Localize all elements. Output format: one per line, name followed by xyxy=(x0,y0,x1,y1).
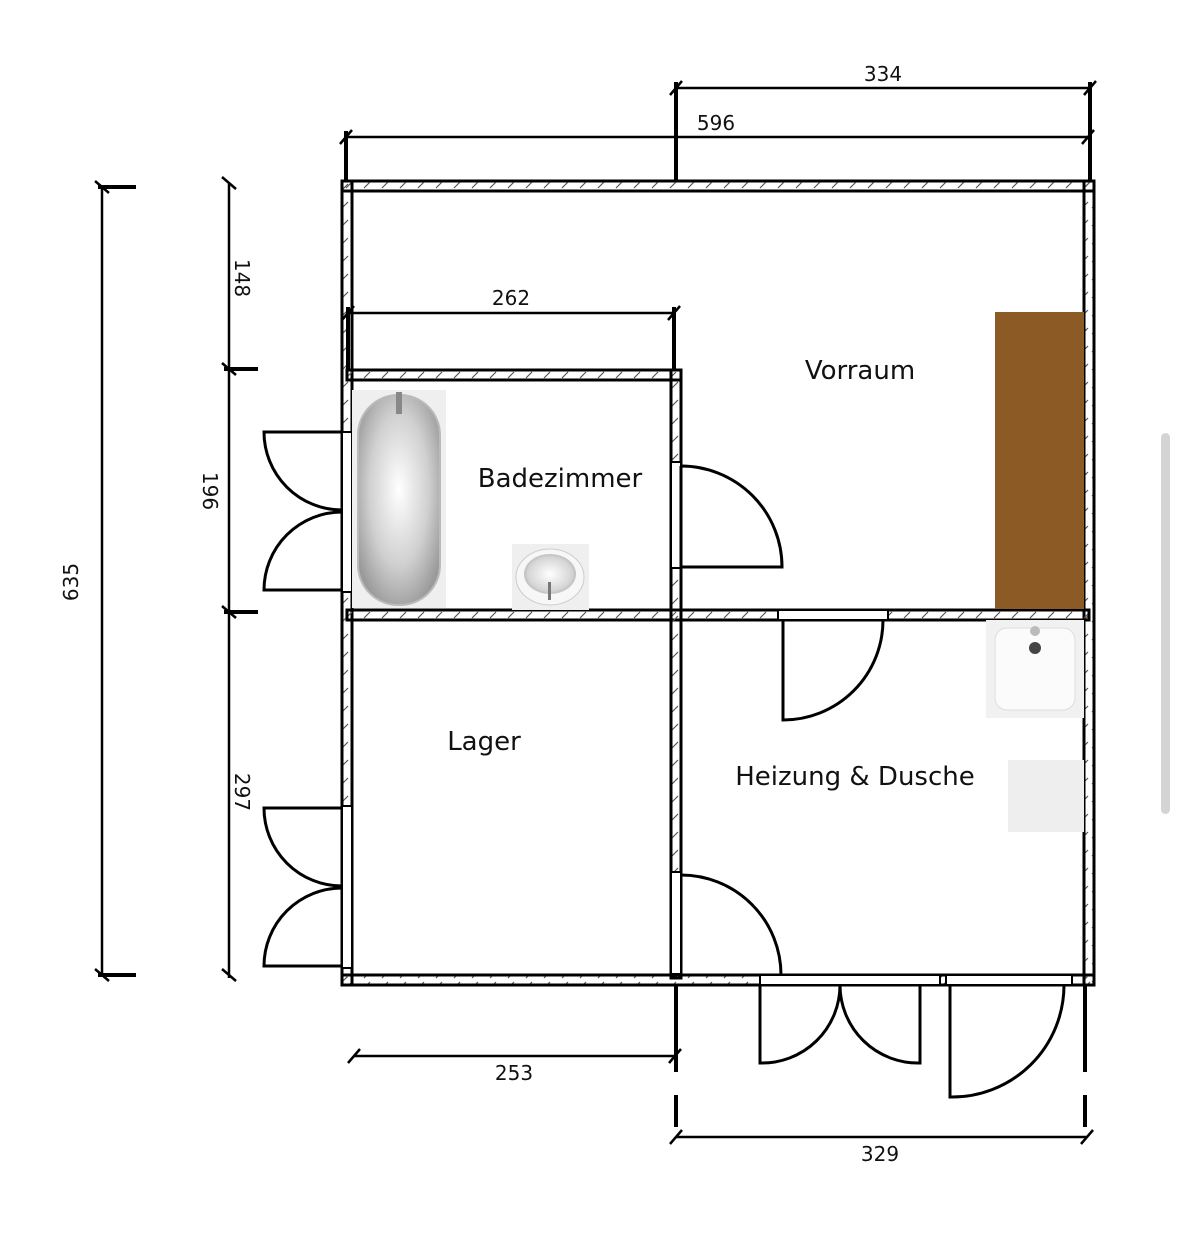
dim-label-top-total: 596 xyxy=(697,111,735,135)
dim-label-left-vorraum: 148 xyxy=(230,259,254,297)
door-swing-icon xyxy=(838,984,922,1065)
dim-label-bad-width: 262 xyxy=(492,286,530,310)
door-swing-icon xyxy=(262,430,343,512)
door-swing-icon xyxy=(948,984,1066,1099)
dimension-lines xyxy=(94,80,1097,1145)
door-swing-icon xyxy=(680,873,783,976)
door-swing-icon xyxy=(262,806,343,888)
dim-label-left-lager: 297 xyxy=(230,773,254,811)
dim-label-bottom-right: 329 xyxy=(861,1142,899,1166)
door-swing-icon xyxy=(679,464,784,569)
door-swing-icon xyxy=(262,510,343,592)
dim-label-lager-width: 253 xyxy=(495,1061,533,1085)
door-swing-icon xyxy=(262,886,343,968)
room-label-heizung-dusche: Heizung & Dusche xyxy=(735,762,975,792)
bathtub-icon xyxy=(352,390,446,608)
door-swing-icon xyxy=(758,984,842,1065)
room-label-badezimmer: Badezimmer xyxy=(478,464,643,494)
dim-label-left-total: 635 xyxy=(59,563,83,601)
room-label-lager: Lager xyxy=(447,727,521,757)
door-swing-icon xyxy=(781,619,885,722)
room-label-vorraum: Vorraum xyxy=(805,356,915,386)
interior-walls xyxy=(345,368,1091,980)
cabinet-icon xyxy=(995,312,1084,609)
vertical-scrollbar[interactable] xyxy=(1161,433,1170,814)
door-openings xyxy=(341,431,1073,986)
sink-icon xyxy=(986,620,1084,718)
doors xyxy=(262,430,1066,1099)
boiler-icon xyxy=(1008,760,1084,832)
dim-label-left-bad: 196 xyxy=(198,472,222,510)
outer-walls xyxy=(340,179,1096,987)
washbasin-icon xyxy=(512,544,589,610)
dim-label-top-right: 334 xyxy=(864,62,902,86)
